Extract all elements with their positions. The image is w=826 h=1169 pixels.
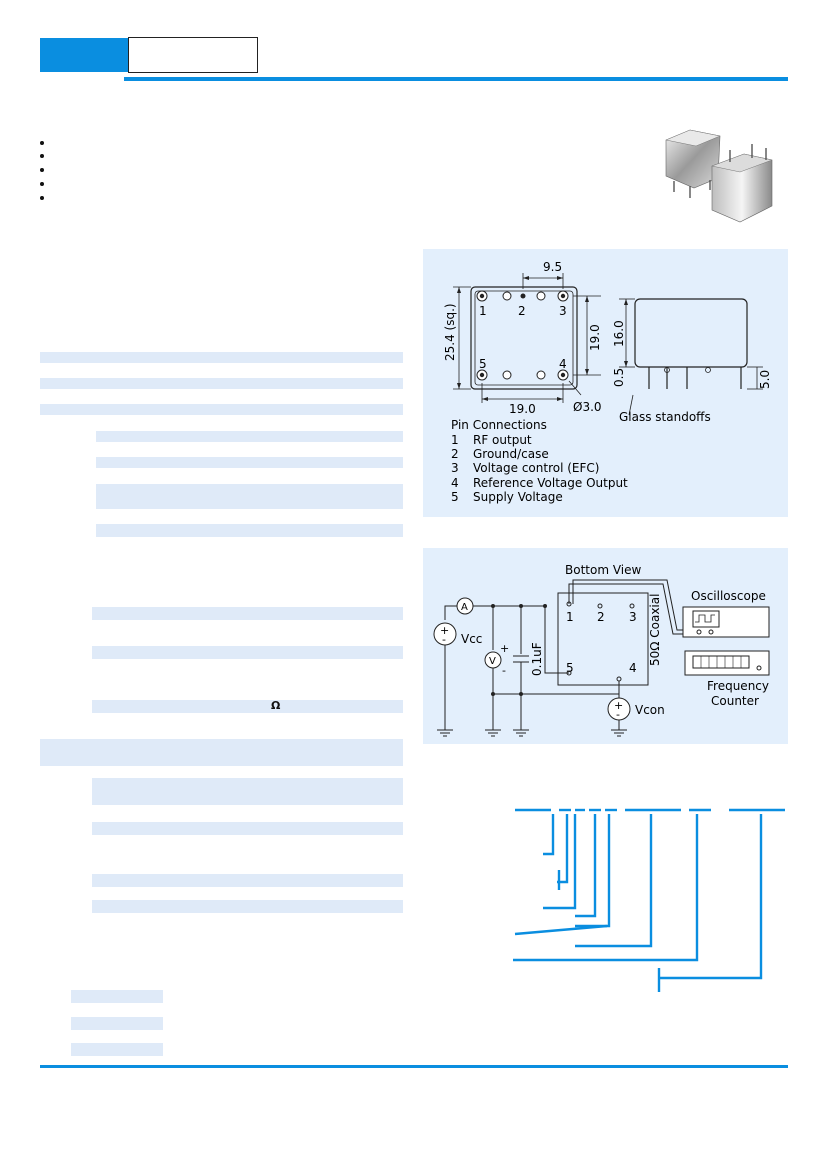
header-blue-block: [40, 38, 128, 72]
test-circuit-panel: Bottom View 1 2 3 5 4 50Ω Coaxial Oscill…: [423, 548, 788, 744]
ordering-code-diagram: [513, 808, 785, 992]
svg-text:2: 2: [597, 610, 605, 624]
table-row: [96, 457, 403, 468]
vcc-label: Vcc: [461, 632, 482, 646]
table-row: [40, 404, 403, 415]
svg-text:1: 1: [451, 433, 459, 447]
svg-text:Voltage control (EFC): Voltage control (EFC): [473, 461, 599, 475]
counter-label: Counter: [711, 694, 759, 708]
svg-text:-: -: [616, 708, 620, 721]
svg-text:-: -: [502, 664, 506, 677]
table-row: [92, 700, 403, 713]
mechanical-panel: 9.5 1 2 3 4 5 25.4 (sq.): [423, 249, 788, 517]
table-row: [40, 378, 403, 389]
svg-text:+: +: [614, 699, 623, 712]
mechanical-drawing: 9.5 1 2 3 4 5 25.4 (sq.): [443, 260, 772, 504]
svg-text:5: 5: [451, 490, 459, 504]
pin-label-5: 5: [479, 357, 487, 371]
table-row: [92, 822, 403, 835]
ohm-symbol: Ω: [271, 699, 281, 712]
feature-bullet: [40, 154, 44, 158]
table-row: [71, 990, 163, 1003]
svg-text:3: 3: [629, 610, 637, 624]
feature-bullet: [40, 141, 44, 145]
table-row: [71, 1017, 163, 1030]
header-title-box: [128, 37, 258, 73]
table-row: [71, 1043, 163, 1056]
table-row: [92, 607, 403, 620]
table-row: [96, 524, 403, 537]
dim-left: 25.4 (sq.): [443, 303, 457, 361]
test-circuit-diagram: Bottom View 1 2 3 5 4 50Ω Coaxial Oscill…: [433, 563, 770, 737]
capacitor-label: 0.1uF: [530, 642, 544, 676]
feature-bullet: [40, 196, 44, 200]
dim-bottom: 19.0: [509, 402, 536, 416]
glass-standoffs-label: Glass standoffs: [619, 410, 711, 424]
dim-right: 19.0: [588, 324, 602, 351]
svg-text:4: 4: [451, 476, 459, 490]
frequency-label: Frequency: [707, 679, 769, 693]
pin-label-2: 2: [518, 304, 526, 318]
ammeter-label: A: [461, 602, 468, 613]
table-row: [92, 646, 403, 659]
svg-text:Ground/case: Ground/case: [473, 447, 549, 461]
pin-label-1: 1: [479, 304, 487, 318]
svg-text:+: +: [440, 624, 449, 637]
feature-bullet: [40, 182, 44, 186]
dim-standoff: 0.5: [612, 368, 626, 387]
svg-text:1: 1: [566, 610, 574, 624]
table-row: [92, 874, 403, 887]
bottom-view-label: Bottom View: [565, 563, 641, 577]
pin-connections-title: Pin Connections: [451, 418, 547, 432]
pin-label-3: 3: [559, 304, 567, 318]
feature-bullet: [40, 168, 44, 172]
dim-top: 9.5: [543, 260, 562, 274]
coaxial-label: 50Ω Coaxial: [648, 594, 662, 666]
vcon-label: Vcon: [635, 703, 665, 717]
header-rule: [124, 77, 788, 81]
dim-pin: 5.0: [758, 370, 772, 389]
svg-text:4: 4: [629, 661, 637, 675]
svg-text:+: +: [500, 642, 509, 655]
dim-hole: Ø3.0: [573, 400, 602, 414]
table-row: [96, 484, 403, 509]
dim-height: 16.0: [612, 320, 626, 347]
table-row: [40, 352, 403, 363]
svg-text:RF output: RF output: [473, 433, 532, 447]
svg-text:3: 3: [451, 461, 459, 475]
svg-text:-: -: [442, 633, 446, 646]
product-photo: [665, 129, 773, 223]
oscilloscope-label: Oscilloscope: [691, 589, 766, 603]
svg-text:5: 5: [566, 661, 574, 675]
svg-text:Reference Voltage Output: Reference Voltage Output: [473, 476, 628, 490]
table-row: [92, 778, 403, 805]
table-row: [40, 739, 403, 766]
table-row: [96, 431, 403, 442]
svg-text:Supply Voltage: Supply Voltage: [473, 490, 563, 504]
svg-text:2: 2: [451, 447, 459, 461]
pin-label-4: 4: [559, 357, 567, 371]
table-row: [92, 900, 403, 913]
footer-rule: [40, 1065, 788, 1068]
voltmeter-label: V: [489, 656, 496, 667]
